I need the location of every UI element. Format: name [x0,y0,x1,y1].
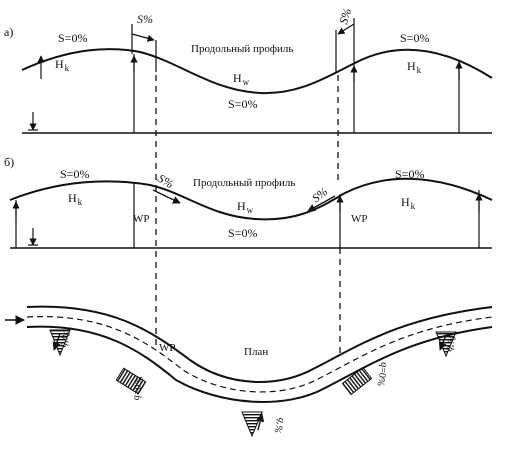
profile-a-crown-left: Hk [55,57,70,73]
plan-block-right [341,366,373,396]
profile-a-slope-right: S=0% [400,31,429,45]
profile-a-label: а) [4,25,13,39]
plan-q-bottom: q,% [271,416,287,435]
plan-title: План [244,346,268,358]
profile-b-wp-right: WP [351,213,368,225]
plan-road-edge-inner [26,325,493,403]
plan-wp: WP [159,342,176,354]
plan-block-left [115,367,147,395]
profile-b-road-curve [9,177,493,221]
plan-q-right: q,% [443,334,459,353]
profile-a-transition-right: S% [336,6,354,26]
profile-a-transition-left: S% [137,12,153,26]
plan-q-left: q,% [57,330,73,349]
profile-a-slope-mid: S=0% [228,97,257,111]
plan-arrow-right [438,334,447,351]
profile-b-wp-left: WP [133,213,150,225]
profile-b-title: Продольный профиль [193,177,295,189]
plan-road-edge-outer [26,305,493,383]
profile-a-slope-arrow-left [131,33,155,42]
plan-road-centerline [26,316,493,393]
profile-b: б) S=0% S=0% S=0% Продольный профиль S% … [4,155,493,249]
profile-a-crown-right: Hk [407,59,422,75]
profile-a-road-curve [21,48,493,95]
profile-b-label: б) [4,155,14,169]
profile-b-slope-right: S=0% [395,167,424,181]
plan-view: q,% q,% q,% q=0% q=0% WP План [5,305,493,438]
profile-b-slope-left: S=0% [60,167,89,181]
plan-arrow-left [52,333,61,351]
profile-b-slope-arrow-right [307,195,336,212]
profile-a-title: Продольный профиль [191,43,293,55]
profile-a: а) S=0% S=0% S=0% Продольный профиль S% … [4,6,493,134]
profile-a-slope-arrow-right [337,23,355,35]
plan-arrow-bottom [256,413,265,431]
profile-b-sag: Hw [237,199,254,215]
profile-b-crown-left: Hk [68,191,83,207]
profile-b-crown-right: Hk [401,195,416,211]
plan-q-zero-right: q=0% [374,361,389,387]
profile-b-transition-left: S% [155,171,176,191]
profile-b-slope-arrow-left [152,189,181,204]
profile-a-sag: Hw [233,71,250,87]
plan-q-zero-left: q=0% [131,376,146,402]
profile-a-slope-left: S=0% [58,31,87,45]
profile-b-slope-mid: S=0% [228,226,257,240]
